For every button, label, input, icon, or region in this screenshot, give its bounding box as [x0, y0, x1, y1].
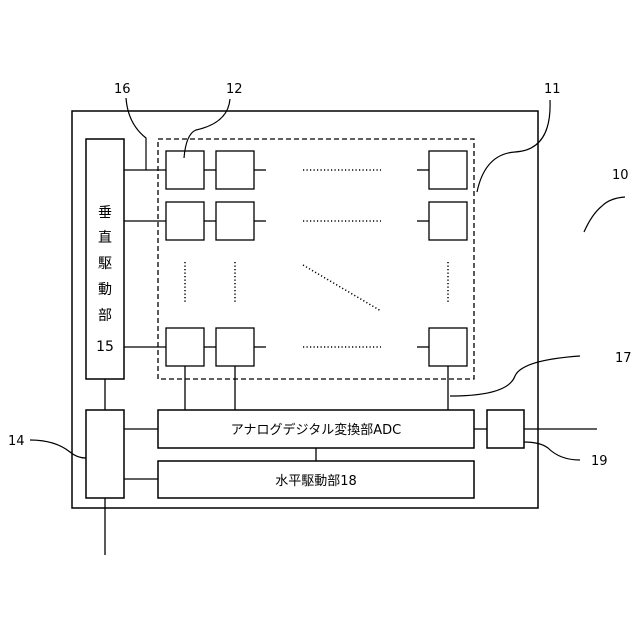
- ref-label-10: 10: [612, 168, 629, 183]
- horizontal-drive-label: 水平駆動部18: [275, 474, 357, 489]
- adc-label: アナログデジタル変換部ADC: [231, 422, 401, 438]
- ref-label-11: 11: [544, 82, 561, 97]
- ref-label-16: 16: [114, 82, 131, 97]
- leader-11: [477, 100, 550, 192]
- leader-10: [584, 197, 625, 232]
- vertical-drive-char-1: 垂: [98, 205, 112, 221]
- ref-label-12: 12: [226, 82, 243, 97]
- ref-label-17: 17: [615, 351, 632, 366]
- pixel-cell: [429, 151, 467, 189]
- pixel-cell: [216, 328, 254, 366]
- ref-label-19: 19: [591, 454, 608, 469]
- pixel-cell: [166, 202, 204, 240]
- pixel-cell: [166, 151, 204, 189]
- leader-19: [524, 442, 580, 460]
- pixel-cell: [166, 328, 204, 366]
- pixel-cell: [429, 202, 467, 240]
- output-block: [487, 410, 524, 448]
- leader-17: [450, 356, 580, 396]
- vertical-drive-char-2: 直: [98, 229, 112, 246]
- vertical-drive-char-3: 駆: [98, 256, 112, 272]
- pixel-cell: [429, 328, 467, 366]
- vertical-drive-ref: 15: [96, 339, 114, 355]
- control-block: [86, 410, 124, 498]
- pixel-cell: [216, 151, 254, 189]
- ref-label-14: 14: [8, 434, 25, 449]
- leader-16: [126, 98, 146, 170]
- vertical-drive-char-4: 動: [98, 282, 112, 298]
- leader-14: [30, 440, 86, 458]
- pixel-cell: [216, 202, 254, 240]
- pixel-array-boundary: [158, 139, 474, 379]
- vertical-drive-char-5: 部: [98, 308, 112, 324]
- leader-12: [184, 99, 230, 158]
- ellipsis-dots-diagonal: [303, 265, 381, 311]
